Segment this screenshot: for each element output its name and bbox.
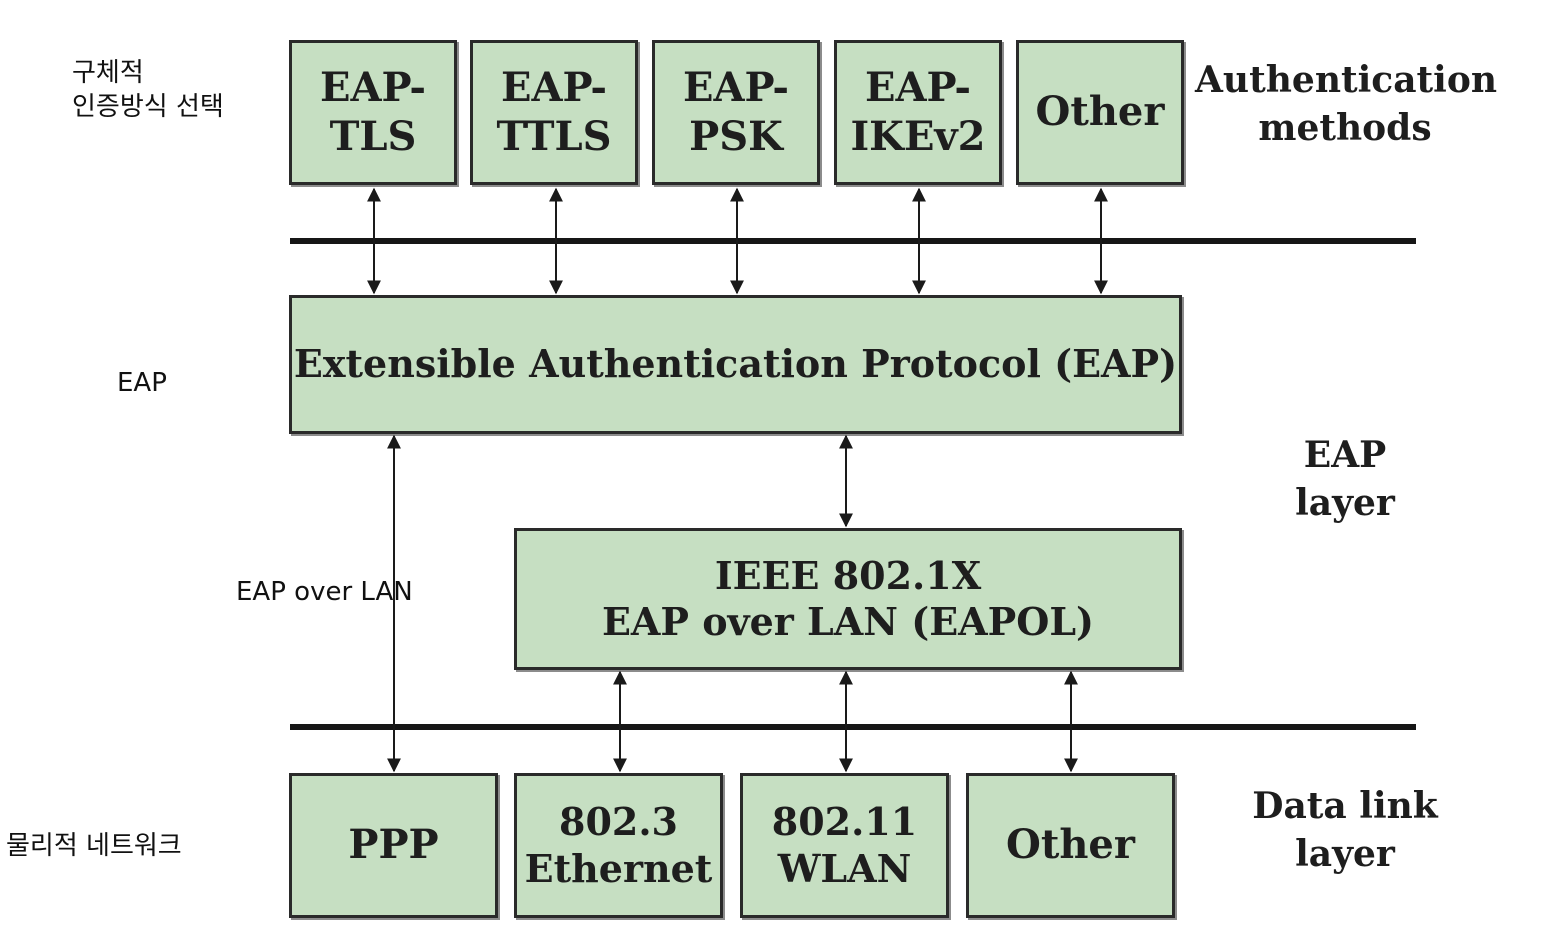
auth-methods-line1: Authentication: [1195, 59, 1498, 101]
eapol-line2: EAP over LAN (EAPOL): [601, 599, 1095, 644]
eap-tls-line1: EAP-: [319, 63, 426, 111]
ethernet-line1: 802.3: [559, 799, 678, 845]
eap-ttls-line1: EAP-: [500, 63, 607, 111]
eap-ttls-box: EAP- TTLS: [470, 40, 638, 185]
data-link-line1: Data link: [1252, 785, 1438, 827]
annotation-eap-text: EAP: [117, 368, 167, 398]
eap-psk-line1: EAP-: [682, 63, 789, 111]
annotation-auth-selection: 구체적 인증방식 선택: [72, 57, 224, 125]
annotation-physical-network: 물리적 네트워크: [6, 830, 182, 864]
auth-other-line1: Other: [1035, 88, 1165, 136]
ethernet-line2: Ethernet: [524, 845, 713, 891]
ppp-box: PPP: [289, 773, 498, 918]
wlan-box: 802.11 WLAN: [740, 773, 949, 918]
datalink-other-label: Other: [1006, 821, 1135, 869]
annotation-eapol-text: EAP over LAN: [236, 577, 413, 607]
ppp-label: PPP: [348, 821, 439, 869]
annotation-auth-line1: 구체적: [72, 58, 144, 88]
auth-other-box: Other: [1016, 40, 1184, 185]
eap-protocol-box: Extensible Authentication Protocol (EAP): [289, 295, 1182, 434]
eap-ikev2-line1: EAP-: [864, 63, 971, 111]
auth-methods-label: Authentication methods: [1195, 57, 1498, 152]
eap-psk-box: EAP- PSK: [652, 40, 820, 185]
datalink-other-box: Other: [966, 773, 1175, 918]
eap-ikev2-box: EAP- IKEv2: [834, 40, 1002, 185]
annotation-physical-text: 물리적 네트워크: [6, 831, 182, 861]
annotation-eap: EAP: [117, 367, 167, 401]
eapol-box: IEEE 802.1X EAP over LAN (EAPOL): [514, 528, 1182, 670]
eapol-line1: IEEE 802.1X: [714, 552, 982, 598]
eap-ikev2-line2: IKEv2: [850, 112, 986, 160]
bottom-layer-divider: [290, 724, 1416, 730]
data-link-line2: layer: [1295, 832, 1395, 875]
annotation-auth-line2: 인증방식 선택: [72, 91, 224, 122]
wlan-line1: 802.11: [771, 799, 918, 845]
eap-layer-line2: layer: [1295, 481, 1395, 524]
annotation-eapol: EAP over LAN: [236, 576, 413, 610]
wlan-line2: WLAN: [777, 845, 912, 891]
eap-psk-line2: PSK: [689, 112, 783, 160]
eap-tls-box: EAP- TLS: [289, 40, 457, 185]
eap-layer-line1: EAP: [1303, 434, 1387, 476]
eap-ttls-line2: TTLS: [496, 112, 612, 160]
eap-tls-line2: TLS: [329, 112, 417, 160]
top-layer-divider: [290, 238, 1416, 244]
auth-methods-line2: methods: [1258, 106, 1432, 149]
ethernet-box: 802.3 Ethernet: [514, 773, 723, 918]
eap-protocol-label: Extensible Authentication Protocol (EAP): [293, 341, 1178, 387]
data-link-layer-label: Data link layer: [1195, 783, 1495, 878]
eap-layer-label: EAP layer: [1195, 432, 1495, 527]
